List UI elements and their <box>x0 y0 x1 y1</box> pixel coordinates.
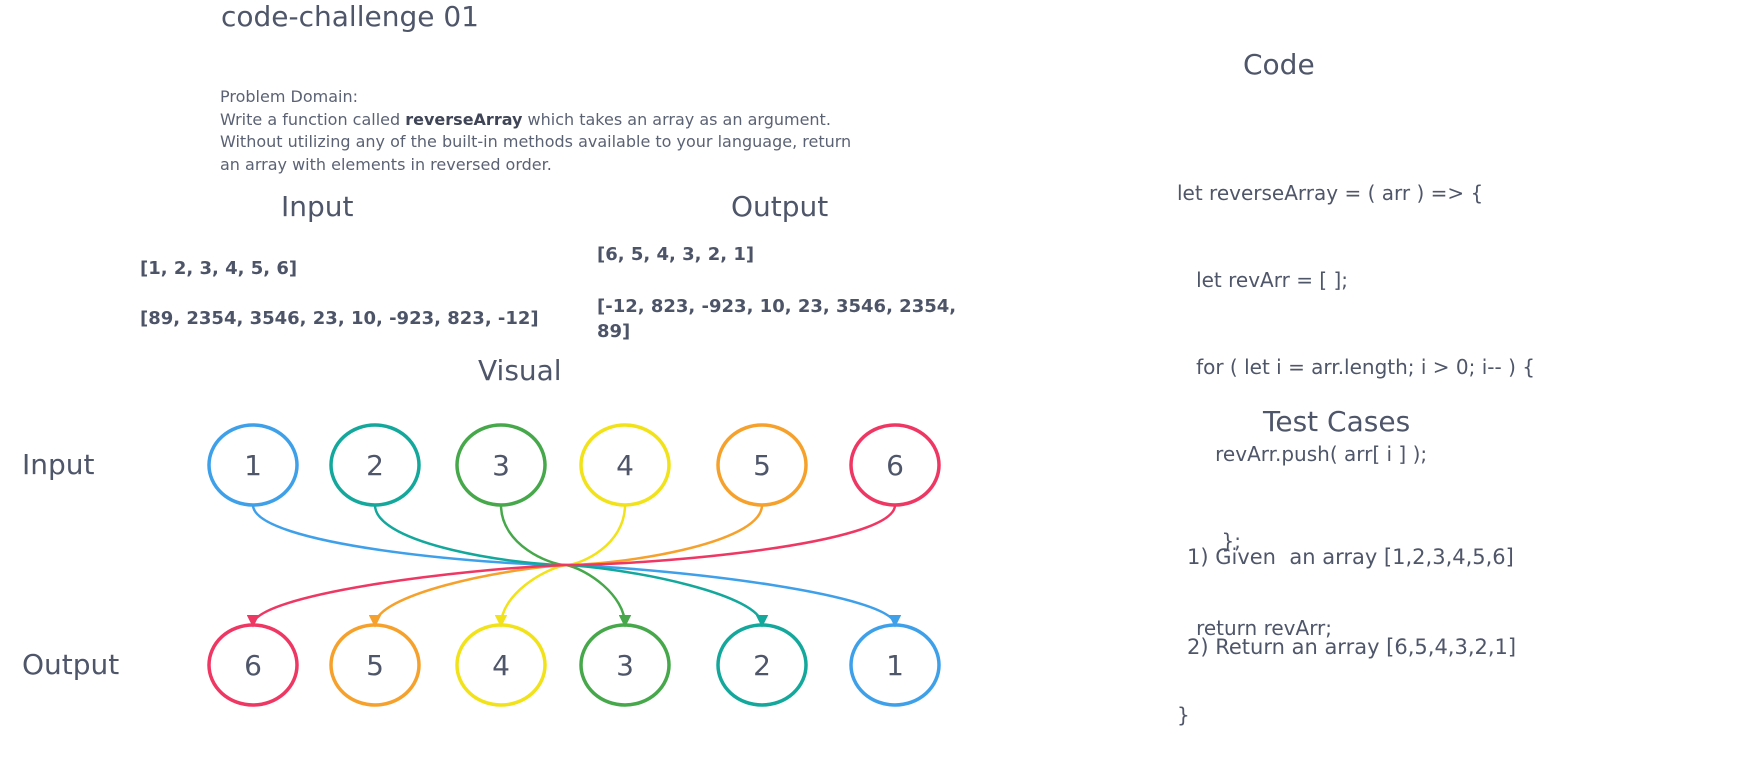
code-line: revArr.push( arr[ i ] ); <box>1177 442 1428 466</box>
input-node-2: 2 <box>329 423 421 507</box>
code-line: return revArr; <box>1177 616 1333 640</box>
test-cases-heading: Test Cases <box>1263 405 1411 438</box>
svg-text:1: 1 <box>886 649 904 682</box>
input-heading: Input <box>281 190 354 223</box>
svg-text:4: 4 <box>492 649 510 682</box>
svg-text:5: 5 <box>753 449 771 482</box>
svg-text:3: 3 <box>616 649 634 682</box>
input-example-1: [1, 2, 3, 4, 5, 6] <box>140 258 298 279</box>
code-line: let reverseArray = ( arr ) => { <box>1177 181 1484 205</box>
reverse-diagram: 1 2 3 4 5 6 6 5 4 3 2 1 <box>207 423 941 707</box>
input-node-6: 6 <box>849 423 941 507</box>
output-node-5: 5 <box>329 623 421 707</box>
visual-input-label: Input <box>22 448 95 481</box>
svg-text:3: 3 <box>492 449 510 482</box>
code-line: let revArr = [ ]; <box>1177 268 1349 292</box>
input-node-4: 4 <box>579 423 671 507</box>
svg-text:1: 1 <box>244 449 262 482</box>
arrow-6 <box>246 504 897 628</box>
svg-text:6: 6 <box>886 449 904 482</box>
svg-text:5: 5 <box>366 649 384 682</box>
svg-text:2: 2 <box>753 649 771 682</box>
code-heading: Code <box>1243 48 1315 81</box>
input-node-1: 1 <box>207 423 299 507</box>
function-name: reverseArray <box>405 109 523 129</box>
page-title: code-challenge 01 <box>221 0 479 33</box>
output-heading: Output <box>731 190 829 223</box>
test-case-2: 2) Return an array [6,5,4,3,2,1] <box>1187 635 1517 659</box>
code-line: } <box>1177 703 1190 727</box>
output-node-3: 3 <box>579 623 671 707</box>
problem-line-1: Write a function called reverseArray whi… <box>220 109 831 129</box>
output-example-2: [-12, 823, -923, 10, 23, 3546, 2354, <box>597 296 957 317</box>
code-block: let reverseArray = ( arr ) => { let revA… <box>1177 121 1535 759</box>
output-node-4: 4 <box>455 623 547 707</box>
input-node-5: 5 <box>716 423 808 507</box>
problem-line-2: Without utilizing any of the built-in me… <box>220 132 852 151</box>
test-cases-list: 1) Given an array [1,2,3,4,5,6] 2) Retur… <box>1187 482 1516 692</box>
code-line: for ( let i = arr.length; i > 0; i-- ) { <box>1177 355 1535 379</box>
output-example-2-cont: 89] <box>597 321 631 342</box>
output-node-1: 1 <box>849 623 941 707</box>
output-node-2: 2 <box>716 623 808 707</box>
visual-output-label: Output <box>22 648 120 681</box>
svg-text:2: 2 <box>366 449 384 482</box>
output-example-1: [6, 5, 4, 3, 2, 1] <box>597 244 755 265</box>
svg-text:4: 4 <box>616 449 634 482</box>
visual-heading: Visual <box>478 354 562 387</box>
test-case-1: 1) Given an array [1,2,3,4,5,6] <box>1187 545 1514 569</box>
input-node-3: 3 <box>455 423 547 507</box>
input-example-2: [89, 2354, 3546, 23, 10, -923, 823, -12] <box>140 308 539 329</box>
problem-domain: Problem Domain: Write a function called … <box>220 86 860 176</box>
problem-label: Problem Domain: <box>220 87 358 106</box>
code-line: }; <box>1177 529 1241 553</box>
output-node-6: 6 <box>207 623 299 707</box>
problem-line-3: an array with elements in reversed order… <box>220 154 552 174</box>
svg-text:6: 6 <box>244 649 262 682</box>
